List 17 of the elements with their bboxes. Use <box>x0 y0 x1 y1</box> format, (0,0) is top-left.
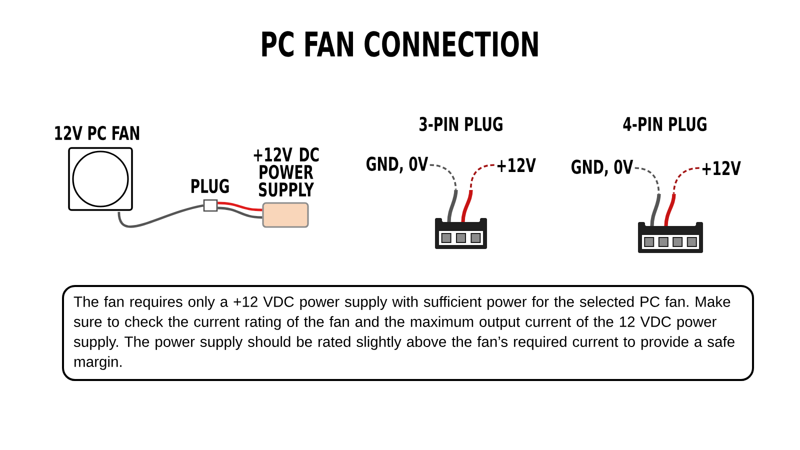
pin-label: +12V <box>497 158 536 172</box>
wire <box>218 202 262 212</box>
pin-label: GND, 0V <box>572 160 634 176</box>
pin-label: +12V <box>702 160 741 176</box>
heading: PLUG <box>192 178 229 194</box>
leader-line <box>470 164 494 190</box>
leader-line <box>672 167 700 194</box>
title: PC FAN CONNECTION <box>262 31 538 57</box>
wire <box>218 206 262 219</box>
heading: 4-PIN PLUG <box>623 116 706 132</box>
pin-label: GND, 0V <box>366 156 428 174</box>
note-box: The fan requires only a +12 VDC power supply with sufficient power for the selected PC fan. Make sure to check the current rating of the fan and the maximum output current of the 12 VDC power supply. The power supply should be rated slightly above the fan’s required current to provide a safe margin. <box>62 285 754 381</box>
heading: +12V DC POWER SUPPLY <box>254 147 319 197</box>
heading: 3-PIN PLUG <box>420 116 502 132</box>
leader-line <box>430 164 457 190</box>
heading: 12V PC FAN <box>55 126 140 140</box>
leader-line <box>634 167 660 194</box>
